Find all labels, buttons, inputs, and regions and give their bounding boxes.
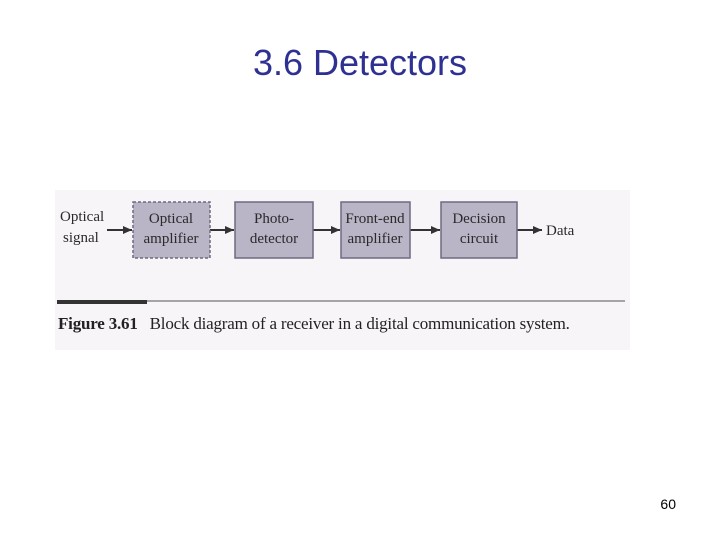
block-decision-circuit (440, 201, 518, 259)
block-front-end-amplifier-line1: Front-end (345, 211, 405, 227)
block-front-end-amplifier (340, 201, 411, 259)
figure-caption: Figure 3.61 Block diagram of a receiver i… (58, 314, 628, 334)
input-label-line1: Optical (60, 209, 104, 225)
figure-number: Figure 3.61 (58, 314, 138, 333)
block-optical-amplifier-line1: Optical (149, 211, 193, 227)
block-decision-circuit-line2: circuit (460, 231, 499, 247)
figure-caption-text: Block diagram of a receiver in a digital… (149, 314, 570, 333)
block-optical-amplifier (132, 201, 211, 259)
caption-rule-thick (57, 300, 147, 304)
block-optical-amplifier-line2: amplifier (144, 231, 199, 247)
receiver-block-diagram: Optical signal Optical amplifier Photo- … (55, 190, 630, 350)
block-decision-circuit-line1: Decision (452, 211, 506, 227)
diagram-canvas: Optical signal Optical amplifier Photo- … (57, 201, 625, 304)
page-number: 60 (660, 496, 676, 512)
output-label: Data (546, 223, 575, 239)
block-photodetector-line2: detector (250, 231, 298, 247)
block-front-end-amplifier-line2: amplifier (348, 231, 403, 247)
slide-title: 3.6 Detectors (252, 42, 468, 83)
block-photodetector-line1: Photo- (254, 211, 294, 227)
input-label-line2: signal (63, 230, 99, 246)
block-photodetector (234, 201, 314, 259)
